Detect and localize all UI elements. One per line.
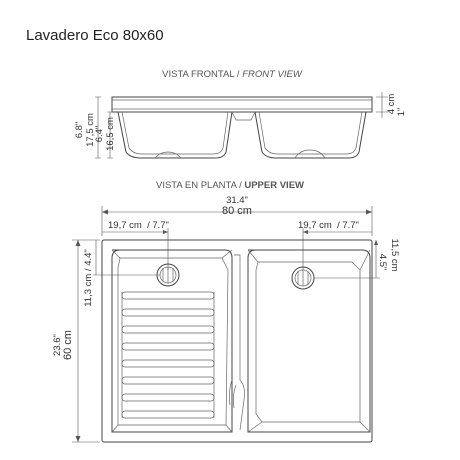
upper-width-cm: 80 cm [222, 205, 252, 217]
front-view-label-es: VISTA FRONTAL / [162, 69, 242, 80]
front-view-drawing [111, 96, 373, 159]
front-view-label-en: FRONT VIEW [242, 69, 303, 80]
front-depth-inch: 6.8" [74, 122, 85, 139]
front-view-depth-dimension [95, 96, 113, 159]
upper-width-inch: 31.4" [226, 195, 248, 206]
upper-height-inch: 23.6" [52, 334, 63, 356]
upper-view-drawing [101, 239, 373, 443]
front-view-rim-dimension [376, 92, 388, 118]
front-view-label: VISTA FRONTAL / FRONT VIEW [162, 69, 303, 80]
upper-view-label-es: VISTA EN PLANTA / [156, 180, 244, 191]
upper-left-drain-offset: 19,7 cm / 7.7" [108, 220, 169, 231]
upper-view-label-en: UPPER VIEW [244, 180, 304, 191]
sheet-title: Lavadero Eco 80x60 [26, 27, 164, 44]
upper-view-label: VISTA EN PLANTA / UPPER VIEW [156, 180, 304, 191]
upper-width-dimension [101, 206, 373, 236]
washboard-ribs [121, 291, 215, 419]
front-rim-inch: 1" [396, 108, 407, 117]
upper-height-cm: 60 cm [62, 330, 74, 360]
upper-right-drain-depth-cm: 11,5 cm [389, 238, 400, 271]
front-depth-cm: 17,5 cm [85, 113, 96, 147]
upper-right-drain-depth-inch: 4.5" [377, 254, 388, 271]
upper-height-dimension [72, 239, 160, 443]
upper-right-drain-depth-dimension [314, 240, 380, 279]
front-basin-cm: 16,5 cm [105, 117, 116, 151]
upper-drain-offset-dimensions [102, 228, 372, 270]
upper-left-drain-depth: 11,3 cm / 4.4" [83, 249, 94, 307]
upper-right-drain-offset: 19,7 cm / 7.7" [298, 220, 359, 231]
front-basin-inch: 6.4" [94, 126, 105, 143]
front-rim-cm: 4 cm [386, 94, 397, 115]
